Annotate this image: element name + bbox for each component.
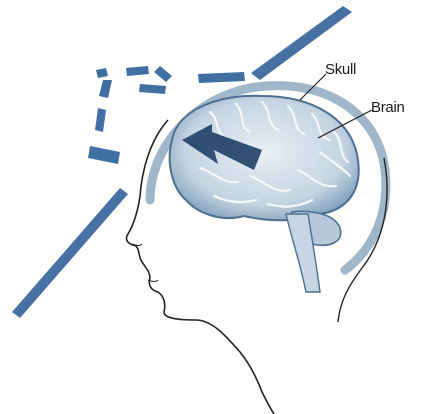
beam-bar-bottom xyxy=(12,188,128,318)
beam-dash xyxy=(96,68,108,78)
beam-dash xyxy=(95,108,106,132)
beam-dash xyxy=(139,84,166,94)
skull-label: Skull xyxy=(325,61,356,78)
brain-label: Brain xyxy=(371,99,405,116)
beam-dash xyxy=(88,146,120,164)
beam-dash xyxy=(154,66,172,82)
beam-dash xyxy=(99,80,112,98)
beam-dash xyxy=(198,72,245,83)
brain-mass xyxy=(170,96,359,220)
beam-dash xyxy=(126,66,149,76)
